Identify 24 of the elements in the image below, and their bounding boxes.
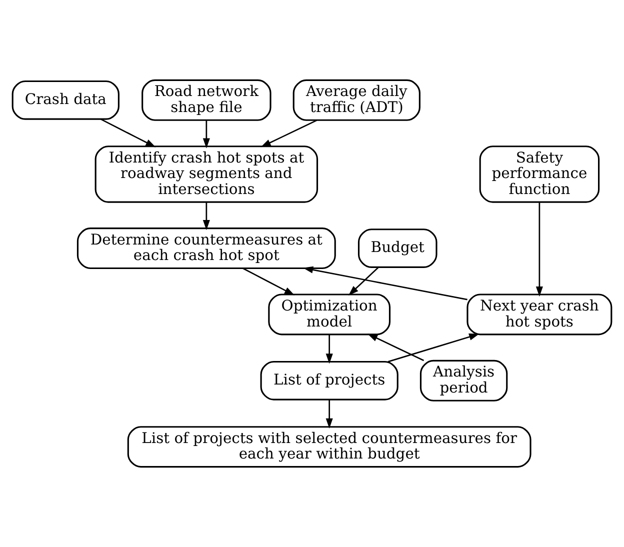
node-box: List of projects with selected countermeasures for each year within budget bbox=[127, 426, 532, 468]
node-box: Determine countermeasures at each crash hot spot bbox=[76, 228, 336, 270]
arrow bbox=[367, 334, 424, 362]
node-box: Budget bbox=[358, 228, 438, 268]
arrow bbox=[326, 400, 333, 428]
arrow bbox=[348, 267, 379, 296]
arrow bbox=[536, 202, 543, 297]
node-box: List of projects bbox=[260, 360, 398, 400]
node-box: Average daily traffic (ADT) bbox=[292, 79, 420, 121]
arrow bbox=[388, 333, 480, 362]
arrow bbox=[326, 334, 333, 364]
arrow bbox=[100, 118, 156, 148]
arrow bbox=[202, 120, 210, 148]
arrow bbox=[302, 266, 468, 300]
node-box: Next year crash hot spots bbox=[466, 294, 612, 336]
node-box: Crash data bbox=[12, 80, 120, 120]
arrow bbox=[202, 202, 210, 230]
node-box: Identify crash hot spots at roadway segments and intersections bbox=[94, 146, 318, 203]
node-box: Analysis period bbox=[420, 360, 508, 402]
node-box: Optimization model bbox=[268, 294, 391, 336]
arrow bbox=[260, 120, 318, 148]
node-box: Safety performance function bbox=[479, 146, 600, 203]
node-box: Road network shape file bbox=[142, 79, 272, 121]
arrow bbox=[242, 268, 295, 296]
